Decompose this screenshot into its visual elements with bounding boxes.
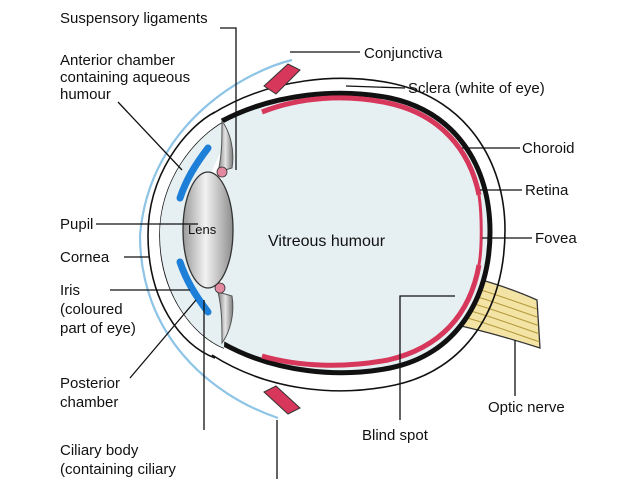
label-iris-3: part of eye) — [60, 320, 136, 337]
retina-layer-lower — [261, 264, 482, 368]
label-vitreous-humour: Vitreous humour — [268, 233, 386, 250]
label-pupil: Pupil — [60, 216, 93, 233]
iris-lower — [176, 258, 212, 316]
sclera-outer — [211, 77, 506, 392]
label-anterior-chamber-2: containing aqueous — [60, 69, 190, 86]
iris-upper — [176, 144, 212, 202]
label-cornea: Cornea — [60, 249, 110, 266]
label-ciliary-2: (containing ciliary — [60, 461, 176, 478]
label-sclera: Sclera (white of eye) — [408, 80, 545, 97]
choroid-layer — [220, 90, 493, 376]
label-lens: Lens — [188, 222, 217, 237]
label-posterior-1: Posterior — [60, 375, 120, 392]
ciliary-body-lower — [217, 291, 234, 345]
cornea-outer — [147, 111, 216, 359]
label-suspensory-ligaments: Suspensory ligaments — [60, 10, 208, 27]
suspensory-ligament-upper — [216, 166, 228, 178]
label-retina: Retina — [525, 182, 569, 199]
label-posterior-2: chamber — [60, 394, 118, 411]
label-iris-2: (coloured — [60, 301, 123, 318]
label-choroid: Choroid — [522, 140, 575, 157]
label-iris-1: Iris — [60, 282, 80, 299]
suspensory-ligament-lower — [214, 282, 226, 294]
conjunctiva-lower — [263, 385, 301, 415]
label-conjunctiva: Conjunctiva — [364, 45, 443, 62]
label-anterior-chamber-1: Anterior chamber — [60, 52, 175, 69]
label-blind-spot: Blind spot — [362, 427, 429, 444]
fovea-dip — [477, 194, 483, 266]
retina-layer-upper — [261, 95, 482, 196]
label-fovea: Fovea — [535, 230, 577, 247]
label-anterior-chamber-3: humour — [60, 86, 111, 103]
label-ciliary-1: Ciliary body — [60, 442, 139, 459]
label-optic-nerve: Optic nerve — [488, 399, 565, 416]
leader-lines — [96, 27, 532, 479]
lens — [182, 171, 234, 289]
cornea-outer-blue — [138, 58, 293, 420]
conjunctiva-upper — [263, 63, 301, 95]
